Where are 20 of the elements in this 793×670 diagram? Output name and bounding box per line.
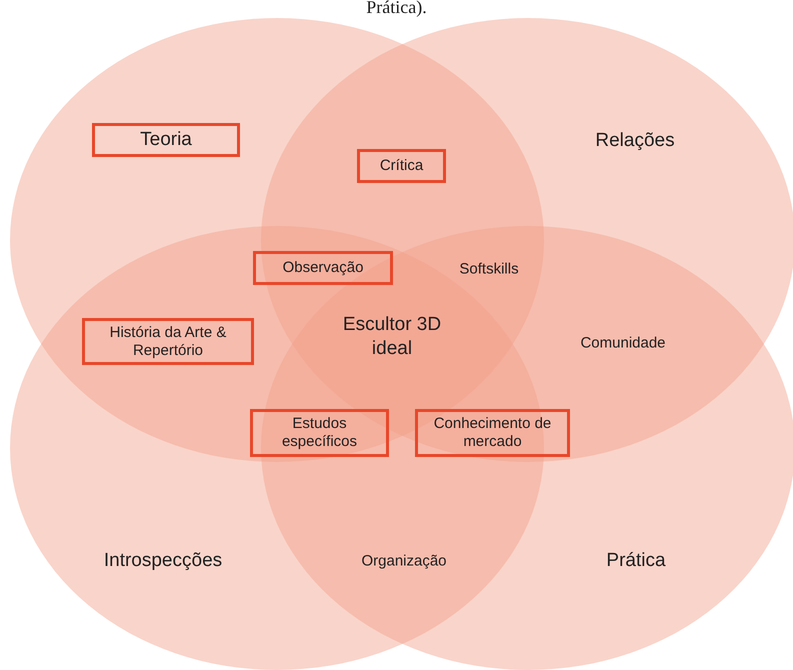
region-label: Relações	[595, 130, 675, 152]
term-label: Crítica	[380, 157, 424, 175]
term-box	[253, 251, 393, 285]
center-label: Escultor 3D ideal	[342, 313, 442, 361]
term-label: Conhecimento de mercado	[432, 415, 552, 451]
region-label: Softskills	[459, 260, 519, 278]
term-label: Estudos específicos	[280, 415, 358, 451]
term-label: História da Arte & Repertório	[108, 324, 228, 360]
region-label: Organização	[361, 552, 447, 570]
region-label: Comunidade	[580, 334, 666, 352]
term-box	[357, 149, 446, 183]
term-box	[92, 123, 240, 157]
caption: Prática).	[365, 0, 428, 17]
term-box	[415, 409, 570, 457]
term-label: Teoria	[140, 131, 192, 149]
region-label: Introspecções	[104, 550, 222, 572]
term-box	[82, 318, 254, 365]
region-label: Prática	[606, 550, 666, 572]
term-label: Observação	[282, 259, 364, 277]
term-box	[250, 409, 389, 457]
